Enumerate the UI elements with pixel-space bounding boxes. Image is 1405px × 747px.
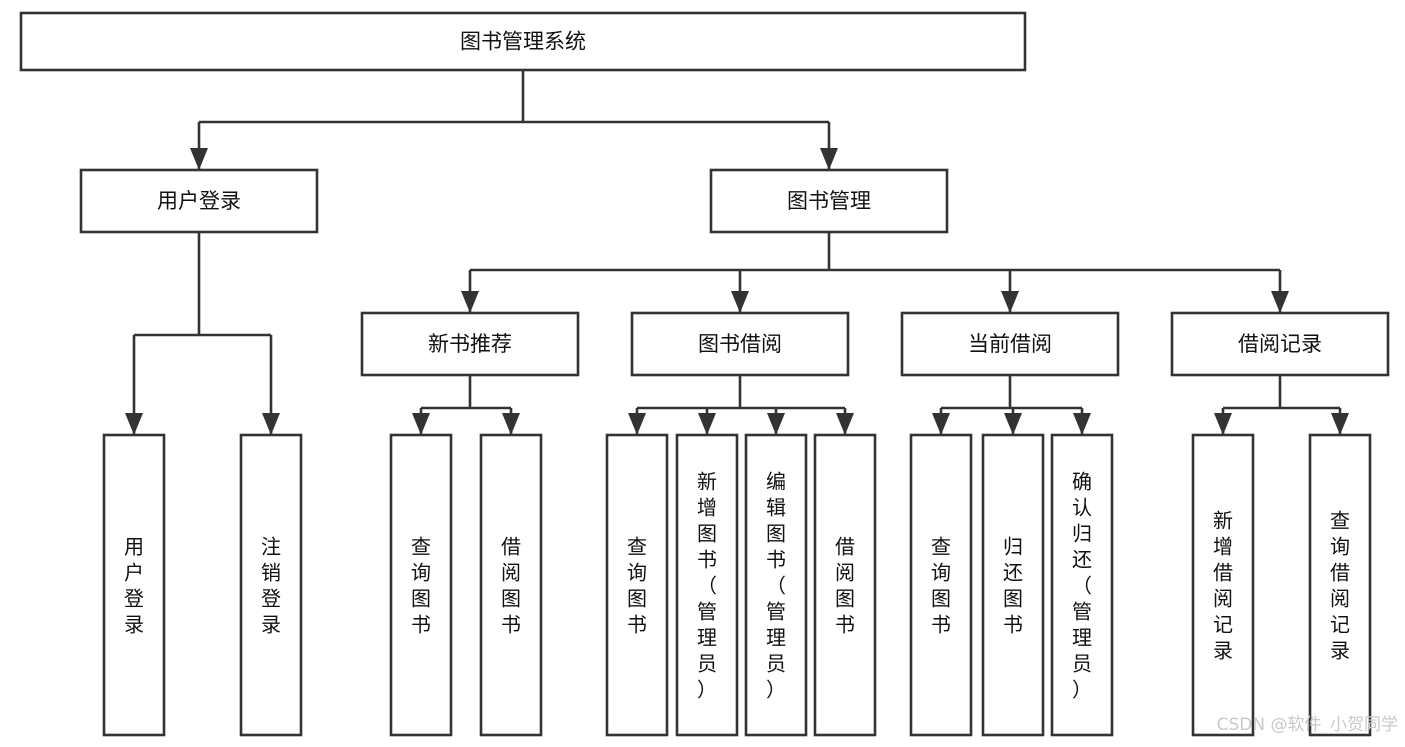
book-manage-arrow-3 xyxy=(1271,291,1289,313)
book-borrow-arrow-2 xyxy=(767,413,785,435)
node-root-box[interactable] xyxy=(19,11,1027,72)
current-borrow-arrow-2 xyxy=(1073,413,1091,435)
borrow-record-arrow-0 xyxy=(1214,413,1232,435)
new-book-rec-arrow-1 xyxy=(502,413,520,435)
node-leaf-user-login-label: 用户登录 xyxy=(124,534,144,636)
user-login-arrow-0 xyxy=(125,413,143,435)
node-book-borrow-label: 图书借阅 xyxy=(698,332,782,356)
current-borrow-arrow-1 xyxy=(1004,413,1022,435)
node-leaf-edit-book-label: 编辑图书（管理员） xyxy=(766,469,786,701)
node-book-manage-box[interactable] xyxy=(709,168,949,234)
csdn-watermark: CSDN @软件_小贺同学 xyxy=(1217,715,1398,735)
node-new-book-rec-label: 新书推荐 xyxy=(428,332,512,356)
node-leaf-query-record[interactable]: 查询借阅记录 xyxy=(1308,433,1372,737)
node-leaf-logout-label: 注销登录 xyxy=(261,534,281,636)
node-leaf-query-record-box[interactable] xyxy=(1308,433,1372,737)
node-leaf-return-book[interactable]: 归还图书 xyxy=(981,433,1045,737)
node-leaf-borrow-book-rec[interactable]: 借阅图书 xyxy=(479,433,543,737)
node-leaf-add-book-label: 新增图书（管理员） xyxy=(697,469,717,701)
user-login-arrow-1 xyxy=(262,413,280,435)
node-leaf-query-book-cur-label: 查询图书 xyxy=(931,534,951,636)
node-new-book-rec-box[interactable] xyxy=(360,311,580,377)
node-leaf-confirm-return-box[interactable] xyxy=(1050,433,1114,737)
node-new-book-rec[interactable]: 新书推荐 xyxy=(360,311,580,377)
node-leaf-borrow-book-label: 借阅图书 xyxy=(835,534,855,636)
new-book-rec-arrow-0 xyxy=(412,413,430,435)
node-borrow-record-label: 借阅记录 xyxy=(1238,332,1322,356)
current-borrow-arrow-0 xyxy=(932,413,950,435)
node-user-login-label: 用户登录 xyxy=(157,189,241,213)
node-borrow-record-box[interactable] xyxy=(1170,311,1390,377)
node-leaf-add-book-box[interactable] xyxy=(675,433,739,737)
book-borrow-arrow-1 xyxy=(698,413,716,435)
book-manage-arrow-2 xyxy=(1001,291,1019,313)
book-borrow-arrow-0 xyxy=(628,413,646,435)
node-leaf-query-book-cur[interactable]: 查询图书 xyxy=(909,433,973,737)
node-leaf-query-book-borrow[interactable]: 查询图书 xyxy=(605,433,669,737)
node-layer: 图书管理系统用户登录图书管理新书推荐图书借阅当前借阅借阅记录用户登录注销登录查询… xyxy=(19,11,1390,737)
node-borrow-record[interactable]: 借阅记录 xyxy=(1170,311,1390,377)
root-arrow-1 xyxy=(820,148,838,170)
root-arrow-0 xyxy=(190,148,208,170)
node-leaf-add-book[interactable]: 新增图书（管理员） xyxy=(675,433,739,737)
node-leaf-user-login[interactable]: 用户登录 xyxy=(102,433,166,737)
node-user-login-box[interactable] xyxy=(79,168,319,234)
node-user-login[interactable]: 用户登录 xyxy=(79,168,319,234)
node-leaf-query-book-borrow-box[interactable] xyxy=(605,433,669,737)
node-leaf-return-book-label: 归还图书 xyxy=(1003,534,1023,636)
node-current-borrow[interactable]: 当前借阅 xyxy=(900,311,1120,377)
node-leaf-confirm-return-label: 确认归还（管理员） xyxy=(1072,469,1092,701)
node-root[interactable]: 图书管理系统 xyxy=(19,11,1027,72)
node-leaf-borrow-book-rec-label: 借阅图书 xyxy=(501,534,521,636)
borrow-record-arrow-1 xyxy=(1331,413,1349,435)
book-manage-arrow-1 xyxy=(731,291,749,313)
node-leaf-edit-book-box[interactable] xyxy=(744,433,808,737)
node-leaf-user-login-box[interactable] xyxy=(102,433,166,737)
node-root-label: 图书管理系统 xyxy=(460,30,586,54)
node-leaf-add-record-box[interactable] xyxy=(1191,433,1255,737)
book-borrow-arrow-3 xyxy=(836,413,854,435)
node-leaf-logout-box[interactable] xyxy=(239,433,303,737)
node-leaf-add-record[interactable]: 新增借阅记录 xyxy=(1191,433,1255,737)
node-book-borrow[interactable]: 图书借阅 xyxy=(630,311,850,377)
node-leaf-confirm-return[interactable]: 确认归还（管理员） xyxy=(1050,433,1114,737)
node-leaf-add-record-label: 新增借阅记录 xyxy=(1213,508,1233,662)
node-book-manage[interactable]: 图书管理 xyxy=(709,168,949,234)
node-leaf-logout[interactable]: 注销登录 xyxy=(239,433,303,737)
node-leaf-query-book-rec-label: 查询图书 xyxy=(411,534,431,636)
node-leaf-query-record-label: 查询借阅记录 xyxy=(1330,508,1350,662)
node-leaf-borrow-book-rec-box[interactable] xyxy=(479,433,543,737)
node-leaf-borrow-book-box[interactable] xyxy=(813,433,877,737)
node-leaf-query-book-borrow-label: 查询图书 xyxy=(627,534,647,636)
node-leaf-query-book-rec-box[interactable] xyxy=(389,433,453,737)
node-leaf-edit-book[interactable]: 编辑图书（管理员） xyxy=(744,433,808,737)
node-book-borrow-box[interactable] xyxy=(630,311,850,377)
node-book-manage-label: 图书管理 xyxy=(787,189,871,213)
connector-layer xyxy=(125,70,1349,435)
book-manage-arrow-0 xyxy=(461,291,479,313)
node-leaf-return-book-box[interactable] xyxy=(981,433,1045,737)
node-leaf-query-book-cur-box[interactable] xyxy=(909,433,973,737)
node-current-borrow-box[interactable] xyxy=(900,311,1120,377)
node-leaf-borrow-book[interactable]: 借阅图书 xyxy=(813,433,877,737)
node-leaf-query-book-rec[interactable]: 查询图书 xyxy=(389,433,453,737)
node-current-borrow-label: 当前借阅 xyxy=(968,332,1052,356)
